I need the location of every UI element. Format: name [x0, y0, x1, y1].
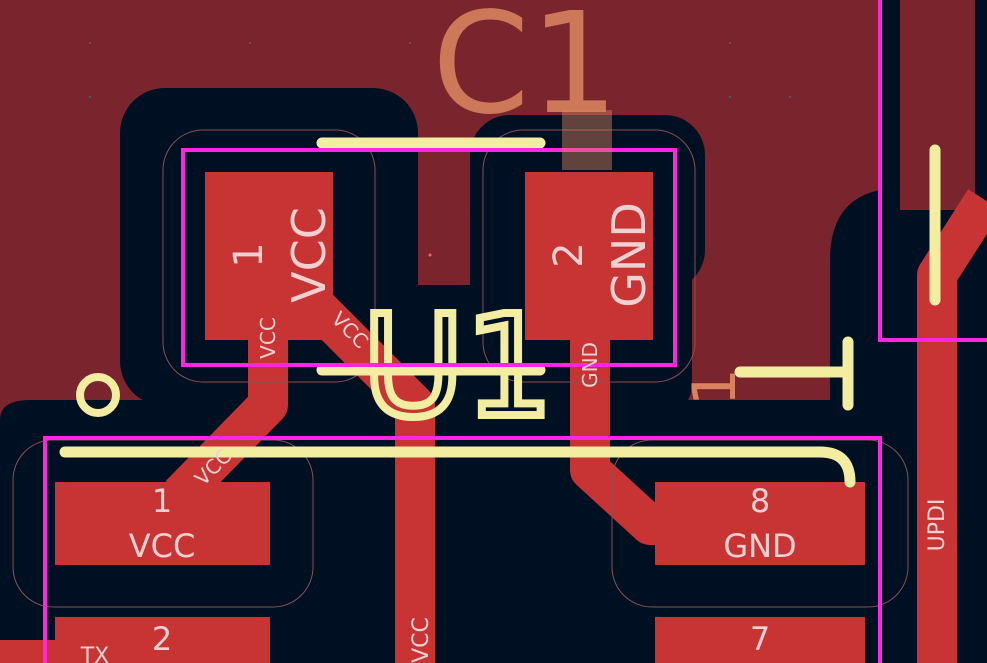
grid: [89, 42, 791, 257]
u1-pad2-net: TX: [80, 644, 110, 663]
u1-pad1-net: VCC: [129, 527, 196, 565]
c1-pad2-net: GND: [602, 202, 656, 307]
trace-label-vcc-4: VCC: [409, 617, 434, 663]
c1-fab-bar: [562, 110, 612, 170]
u1-pad8-number: 8: [750, 482, 770, 520]
trace-label-vcc-1: VCC: [256, 317, 280, 359]
c1-pad1-number: 1: [226, 242, 272, 267]
u1-reference: U1: [362, 286, 554, 449]
edge-pad[interactable]: [0, 640, 55, 663]
trace-label-updi: UPDI: [925, 499, 950, 552]
trace-vcc-1[interactable]: [165, 320, 288, 509]
u1-pad7-number: 7: [750, 620, 770, 658]
c1-pad1-net: VCC: [282, 207, 336, 303]
trace-label-gnd: GND: [578, 342, 602, 388]
c1-pad2-number: 2: [546, 242, 592, 267]
u1-pad-8[interactable]: [655, 482, 865, 565]
u1-pad-1[interactable]: [55, 482, 270, 565]
u1-pad-7[interactable]: [655, 617, 865, 663]
pin1-dot: [76, 373, 120, 417]
u1-pad1-number: 1: [152, 482, 172, 520]
c1-pad-2[interactable]: [525, 172, 653, 340]
u1-pad8-net: GND: [723, 527, 796, 565]
c1-reference: C1: [432, 0, 619, 146]
u1-pin1-fab: 1: [680, 368, 750, 406]
silkscreen: [59, 137, 941, 488]
pour-clearance-right: [830, 190, 880, 420]
trace-vcc-2[interactable]: [285, 275, 435, 663]
c1-pad-1[interactable]: [205, 172, 333, 340]
courtyard: [43, 0, 987, 663]
u1-pad2-number: 2: [152, 620, 172, 658]
u1-pad-2[interactable]: [55, 617, 270, 663]
